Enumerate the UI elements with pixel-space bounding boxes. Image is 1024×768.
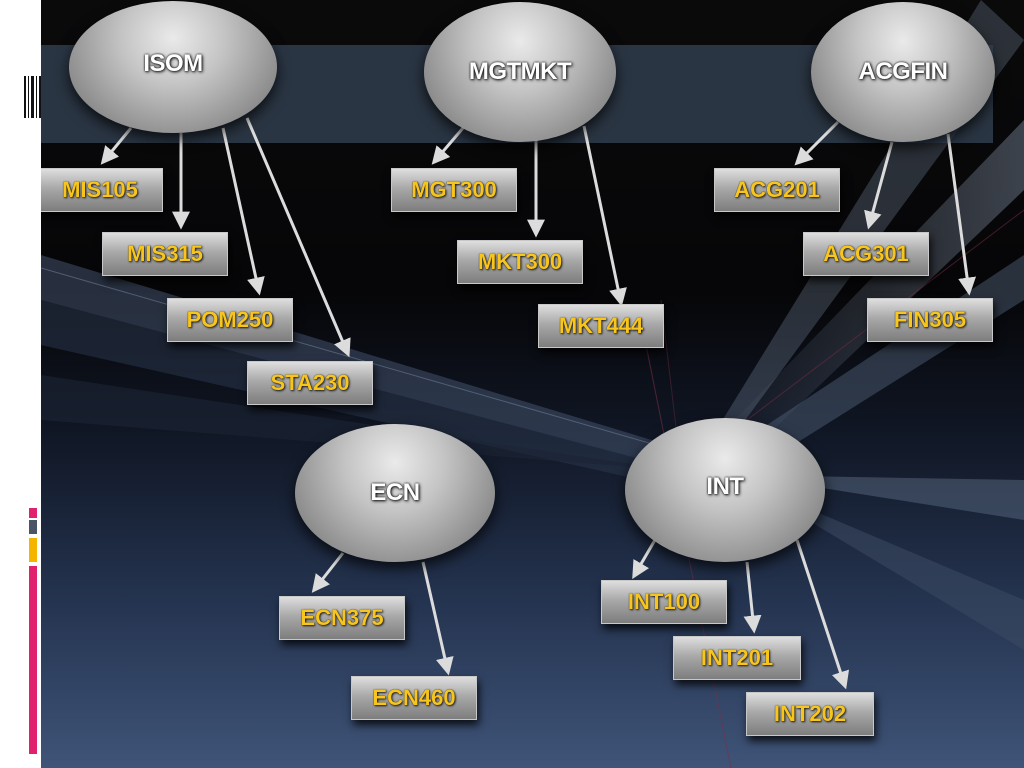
course-box-mis315: MIS315: [102, 232, 228, 276]
department-node-int: INT: [625, 418, 825, 562]
course-box-int202: INT202: [746, 692, 874, 736]
course-box-acg201: ACG201: [714, 168, 840, 212]
course-label: FIN305: [893, 307, 967, 332]
course-label: ECN460: [372, 685, 456, 710]
department-node-isom: ISOM: [69, 1, 277, 133]
course-box-sta230: STA230: [247, 361, 373, 405]
course-box-mgt300: MGT300: [391, 168, 517, 212]
course-box-acg301: ACG301: [803, 232, 929, 276]
course-label: POM250: [186, 307, 274, 332]
arrow-ecn-ecn375: [311, 552, 345, 593]
arrow-acgfin-acg201: [794, 120, 840, 166]
department-label-int: INT: [706, 473, 744, 500]
course-box-fin305: FIN305: [867, 298, 993, 342]
course-box-mkt444: MKT444: [538, 304, 664, 348]
accent-bar-pink-top: [29, 508, 37, 518]
course-label: INT201: [700, 645, 774, 670]
department-node-mgtmkt: MGTMKT: [424, 2, 616, 142]
accent-bar-slate: [29, 520, 37, 534]
arrow-mgtmkt-mgt300: [431, 127, 465, 165]
course-label: ECN375: [300, 605, 384, 630]
slide-left-margin: [0, 0, 60, 768]
department-label-isom: ISOM: [143, 50, 203, 77]
course-label: MKT444: [558, 313, 644, 338]
accent-bar-pink: [29, 566, 37, 754]
course-label: MIS315: [127, 241, 203, 266]
department-label-mgtmkt: MGTMKT: [468, 58, 572, 85]
course-label: MKT300: [477, 249, 563, 274]
arrow-int-int100: [632, 539, 657, 580]
course-label: MIS105: [62, 177, 138, 202]
arrow-acgfin-acg301: [864, 141, 894, 230]
course-box-int100: INT100: [601, 580, 727, 624]
arrow-isom-pom250: [221, 127, 265, 296]
course-box-pom250: POM250: [167, 298, 293, 342]
course-box-int201: INT201: [673, 636, 801, 680]
arrow-int-int202: [795, 539, 850, 690]
arrow-acgfin-fin305: [946, 133, 977, 296]
department-label-ecn: ECN: [370, 479, 420, 506]
arrow-mgtmkt-mkt444: [582, 125, 627, 307]
course-label: STA230: [270, 370, 350, 395]
department-node-acgfin: ACGFIN: [811, 2, 995, 142]
course-label: ACG201: [734, 177, 820, 202]
course-box-mis105: MIS105: [41, 168, 163, 212]
course-box-mkt300: MKT300: [457, 240, 583, 284]
department-label-acgfin: ACGFIN: [858, 58, 949, 85]
slide-canvas: ISOM MGTMKT ACGFIN ECN INT MIS105 MIS315…: [41, 0, 1024, 768]
course-label: ACG301: [823, 241, 909, 266]
accent-bar-yellow: [29, 538, 37, 562]
course-label: MGT300: [411, 177, 497, 202]
arrow-ecn-ecn460: [421, 561, 454, 676]
course-label: INT202: [773, 701, 847, 726]
course-box-ecn375: ECN375: [279, 596, 405, 640]
arrow-isom-mis105: [100, 127, 133, 165]
course-label: INT100: [627, 589, 701, 614]
department-node-ecn: ECN: [295, 424, 495, 562]
arrow-isom-sta230: [245, 117, 351, 358]
arrow-int-int201: [743, 561, 762, 634]
course-box-ecn460: ECN460: [351, 676, 477, 720]
connector-arrows: [100, 117, 977, 690]
